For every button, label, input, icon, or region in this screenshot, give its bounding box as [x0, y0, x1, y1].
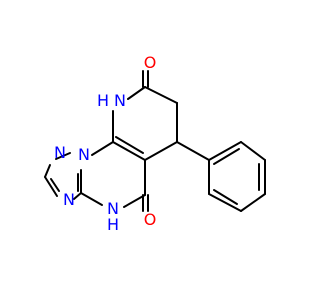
- hydrogen-label-ring: H: [97, 91, 109, 110]
- bond: [240, 141, 266, 161]
- oxygen-label-bottom: O: [144, 210, 157, 229]
- bond: [115, 136, 144, 154]
- bond: [208, 141, 242, 161]
- nitrogen-label-ring: N: [114, 91, 126, 110]
- bond: [80, 192, 103, 206]
- bond: [50, 178, 60, 192]
- nitrogen-label-bottom: N: [107, 199, 119, 218]
- bonds: [44, 70, 266, 212]
- nitrogen-label-triazole-bottom: N: [63, 190, 75, 209]
- bond: [144, 141, 178, 161]
- bond: [176, 141, 210, 161]
- bond: [213, 148, 240, 165]
- bond: [55, 152, 71, 160]
- bond: [240, 193, 266, 212]
- bond: [127, 86, 146, 100]
- atom-labels: O N H N N N N H O: [54, 53, 156, 234]
- bond: [213, 189, 238, 205]
- bond: [73, 192, 82, 200]
- nitrogen-label-bridge: N: [78, 145, 90, 164]
- bond: [91, 141, 114, 156]
- oxygen-label-top: O: [144, 53, 157, 72]
- structure-diagram: O N H N N N N H O: [44, 53, 266, 234]
- bond: [44, 176, 58, 197]
- bond: [44, 164, 51, 178]
- molecule-canvas: O N H N N N N H O: [44, 53, 266, 234]
- bond: [144, 86, 178, 104]
- hydrogen-label-bottom: H: [107, 215, 119, 234]
- bond: [123, 194, 146, 208]
- bond: [208, 193, 242, 212]
- bond: [112, 141, 146, 161]
- nitrogen-label-triazole-top: N: [54, 143, 66, 162]
